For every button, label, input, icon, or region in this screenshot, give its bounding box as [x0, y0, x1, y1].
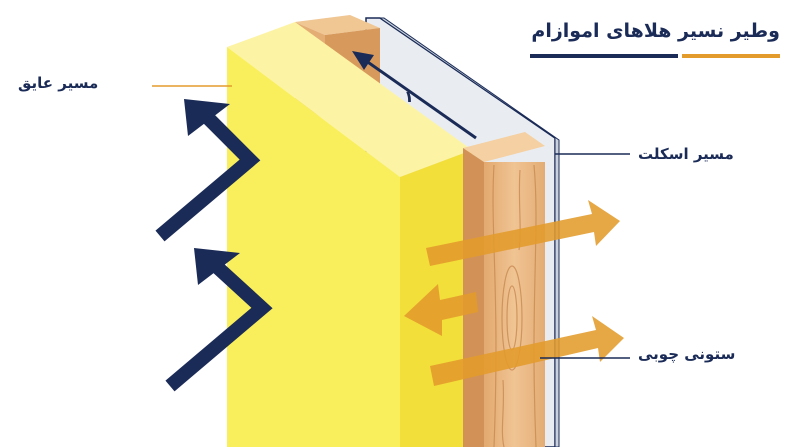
- label-insulation-path: مسیر عایق: [18, 74, 99, 92]
- title-underline-navy: [530, 54, 678, 58]
- title-underline-orange: [682, 54, 780, 58]
- title-underline: [530, 54, 780, 58]
- label-frame-path: مسیر اسکلت: [638, 145, 734, 163]
- insulation-arrow-2: [165, 248, 273, 392]
- drywall-edge: [378, 17, 560, 447]
- insulation-arrow-1: [155, 99, 261, 242]
- cavity-number: ۱: [404, 87, 414, 106]
- frame-arrow-3: [430, 316, 624, 386]
- insulation-top: [227, 22, 472, 177]
- wood-stud-top: [463, 132, 545, 162]
- label-wood-stud: ستونی چوبی: [638, 345, 736, 363]
- wood-grain: [492, 164, 537, 447]
- insulation-front: [227, 47, 400, 447]
- frame-arrow-2: [404, 284, 478, 336]
- cavity-flow-arrow: [352, 51, 477, 140]
- page-title: وطیر نسیر هلاهای اموازام: [531, 20, 780, 42]
- back-stud-top: [295, 15, 380, 35]
- frame-arrow-1: [426, 200, 620, 266]
